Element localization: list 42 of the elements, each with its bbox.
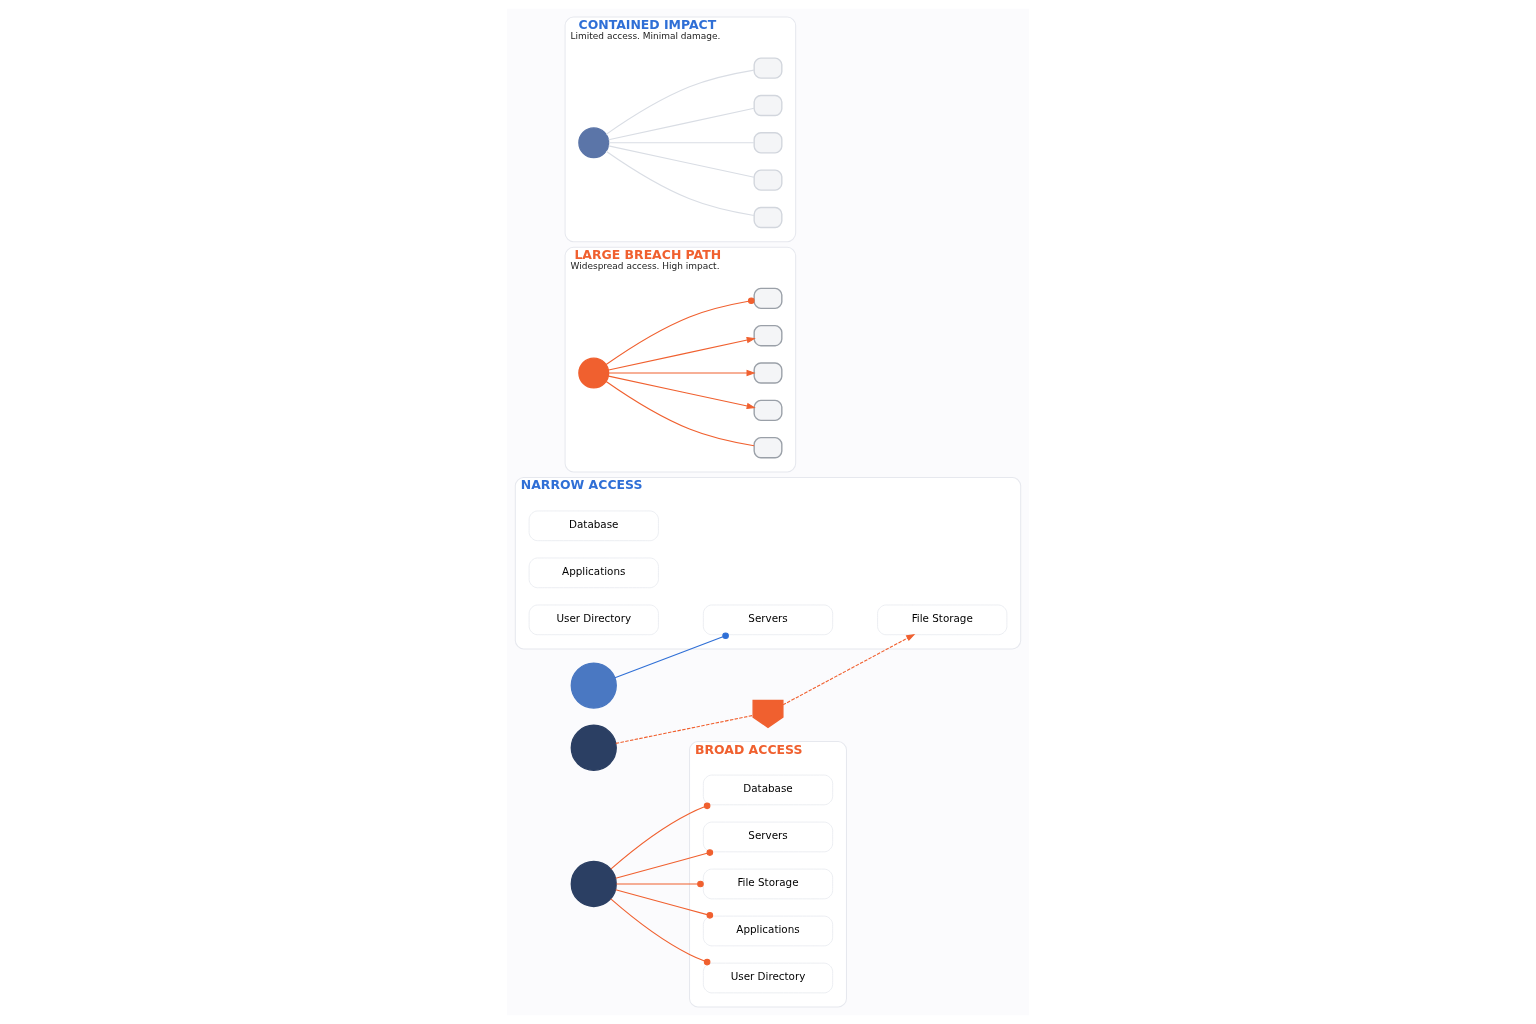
node-monitor [753, 169, 783, 191]
cluster: CONTAINED IMPACT Limited access. Minimal damage. [564, 16, 797, 243]
connector [605, 150, 755, 217]
node-box: Database [703, 774, 833, 806]
connector [608, 107, 755, 141]
node-box: File Storage [877, 604, 1008, 636]
node-monitor [753, 362, 783, 384]
connector [614, 632, 729, 679]
arrow [608, 375, 756, 410]
connector [615, 714, 754, 744]
cluster: LARGE BREACH PATH Widespread access. High impact. [564, 246, 797, 473]
connector [610, 802, 711, 870]
arrow [608, 369, 756, 377]
node-circle [578, 127, 610, 159]
node-shield [752, 699, 784, 729]
connector [610, 898, 711, 966]
node-monitor [753, 287, 783, 310]
node-person [570, 662, 617, 709]
node-box: Applications [703, 915, 833, 947]
node-box: User Directory [703, 962, 833, 994]
node-box: File Storage [703, 868, 833, 900]
connector [615, 889, 714, 919]
connector [615, 880, 704, 888]
node-box: Servers [703, 604, 833, 636]
node-monitor [753, 94, 783, 117]
connector [605, 297, 755, 366]
node-person [570, 724, 617, 771]
connector [608, 145, 755, 178]
node-monitor [753, 437, 783, 459]
node-monitor [753, 206, 783, 229]
node-monitor [753, 399, 783, 422]
connector [605, 69, 755, 135]
arrow [782, 633, 916, 706]
connector [615, 849, 714, 879]
node-monitor [753, 325, 783, 347]
node-monitor [753, 57, 783, 79]
node-person [570, 860, 617, 908]
node-circle [578, 357, 610, 389]
node-box: Servers [703, 821, 833, 853]
arrow [608, 337, 756, 371]
connector [605, 380, 755, 447]
node-monitor [753, 132, 783, 154]
